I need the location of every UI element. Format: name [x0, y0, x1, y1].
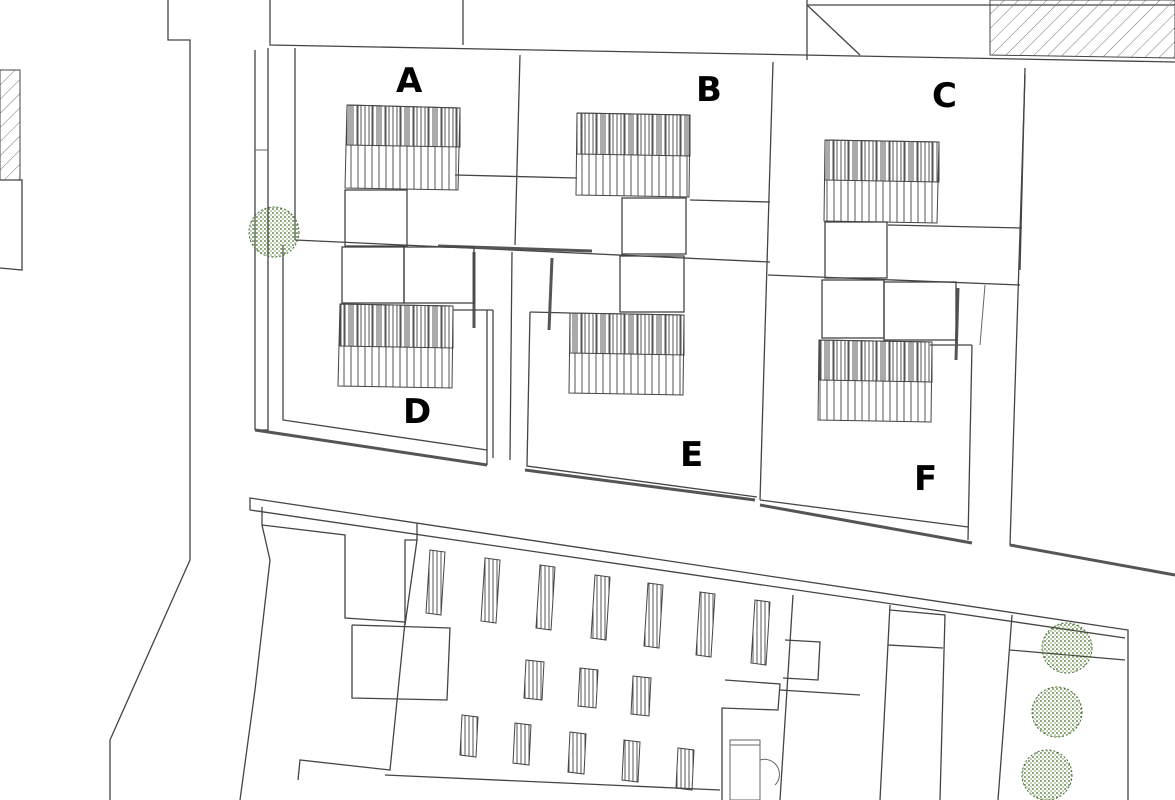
- plot-label-f: F: [914, 459, 937, 499]
- tree-icon: [1031, 686, 1083, 738]
- plot-label-a: A: [396, 61, 423, 101]
- lower-building-block: [239, 497, 1129, 800]
- plot-label-d: D: [403, 392, 431, 432]
- house-footprints: [337, 104, 957, 423]
- parking-rows: [425, 549, 771, 791]
- plot-label-c: C: [932, 76, 957, 116]
- trees: [248, 206, 1093, 800]
- plot-label-b: B: [696, 70, 722, 110]
- tree-icon: [1041, 622, 1093, 674]
- tree-icon: [1021, 749, 1073, 800]
- tree-icon: [248, 206, 300, 258]
- plot-label-e: E: [680, 435, 703, 475]
